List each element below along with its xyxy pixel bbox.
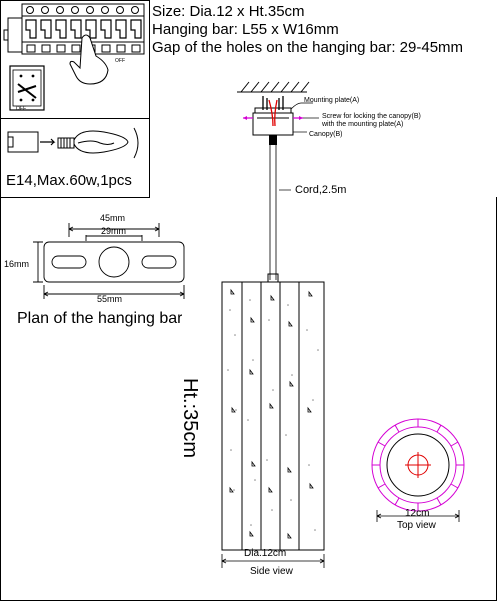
- outer-frame: [0, 197, 497, 601]
- hanging-bar-plan: [33, 223, 185, 299]
- screw-note: Screw for locking the canopy(B): [322, 113, 421, 120]
- canopy-label: Canopy(B): [309, 131, 343, 138]
- dim-45mm: 45mm: [100, 213, 126, 223]
- bulb-spec: E14,Max.60w,1pcs: [6, 172, 132, 189]
- top-dia-label: 12cm: [405, 508, 430, 519]
- side-view-caption: Side view: [250, 566, 293, 577]
- off-label: OFF: [16, 106, 26, 112]
- bulb-panel: [0, 118, 150, 198]
- off-label: OFF: [115, 58, 125, 64]
- side-dia-label: Dia.12cm: [244, 548, 287, 559]
- side-view-drawing: [221, 81, 325, 568]
- dim-29mm: 29mm: [101, 226, 127, 236]
- spec-size: Size: Dia.12 x Ht.35cm: [152, 3, 305, 20]
- cord-label: Cord,2.5m: [295, 184, 347, 196]
- mounting-plate-label: Mounting plate(A): [304, 97, 360, 104]
- plan-title: Plan of the hanging bar: [17, 310, 182, 327]
- spec-gap: Gap of the holes on the hanging bar: 29-…: [152, 39, 464, 56]
- dim-55mm: 55mm: [97, 294, 123, 304]
- top-view-drawing: [371, 418, 465, 522]
- screw-note: with the mounting plate(A): [322, 121, 404, 128]
- switch-illustration: [3, 3, 145, 111]
- bulb-illustration: [7, 127, 139, 159]
- dim-16mm: 16mm: [4, 259, 30, 269]
- spec-hanging-bar: Hanging bar: L55 x W16mm: [152, 21, 339, 38]
- height-label: Ht.:35cm: [179, 378, 201, 459]
- top-view-caption: Top view: [397, 520, 436, 531]
